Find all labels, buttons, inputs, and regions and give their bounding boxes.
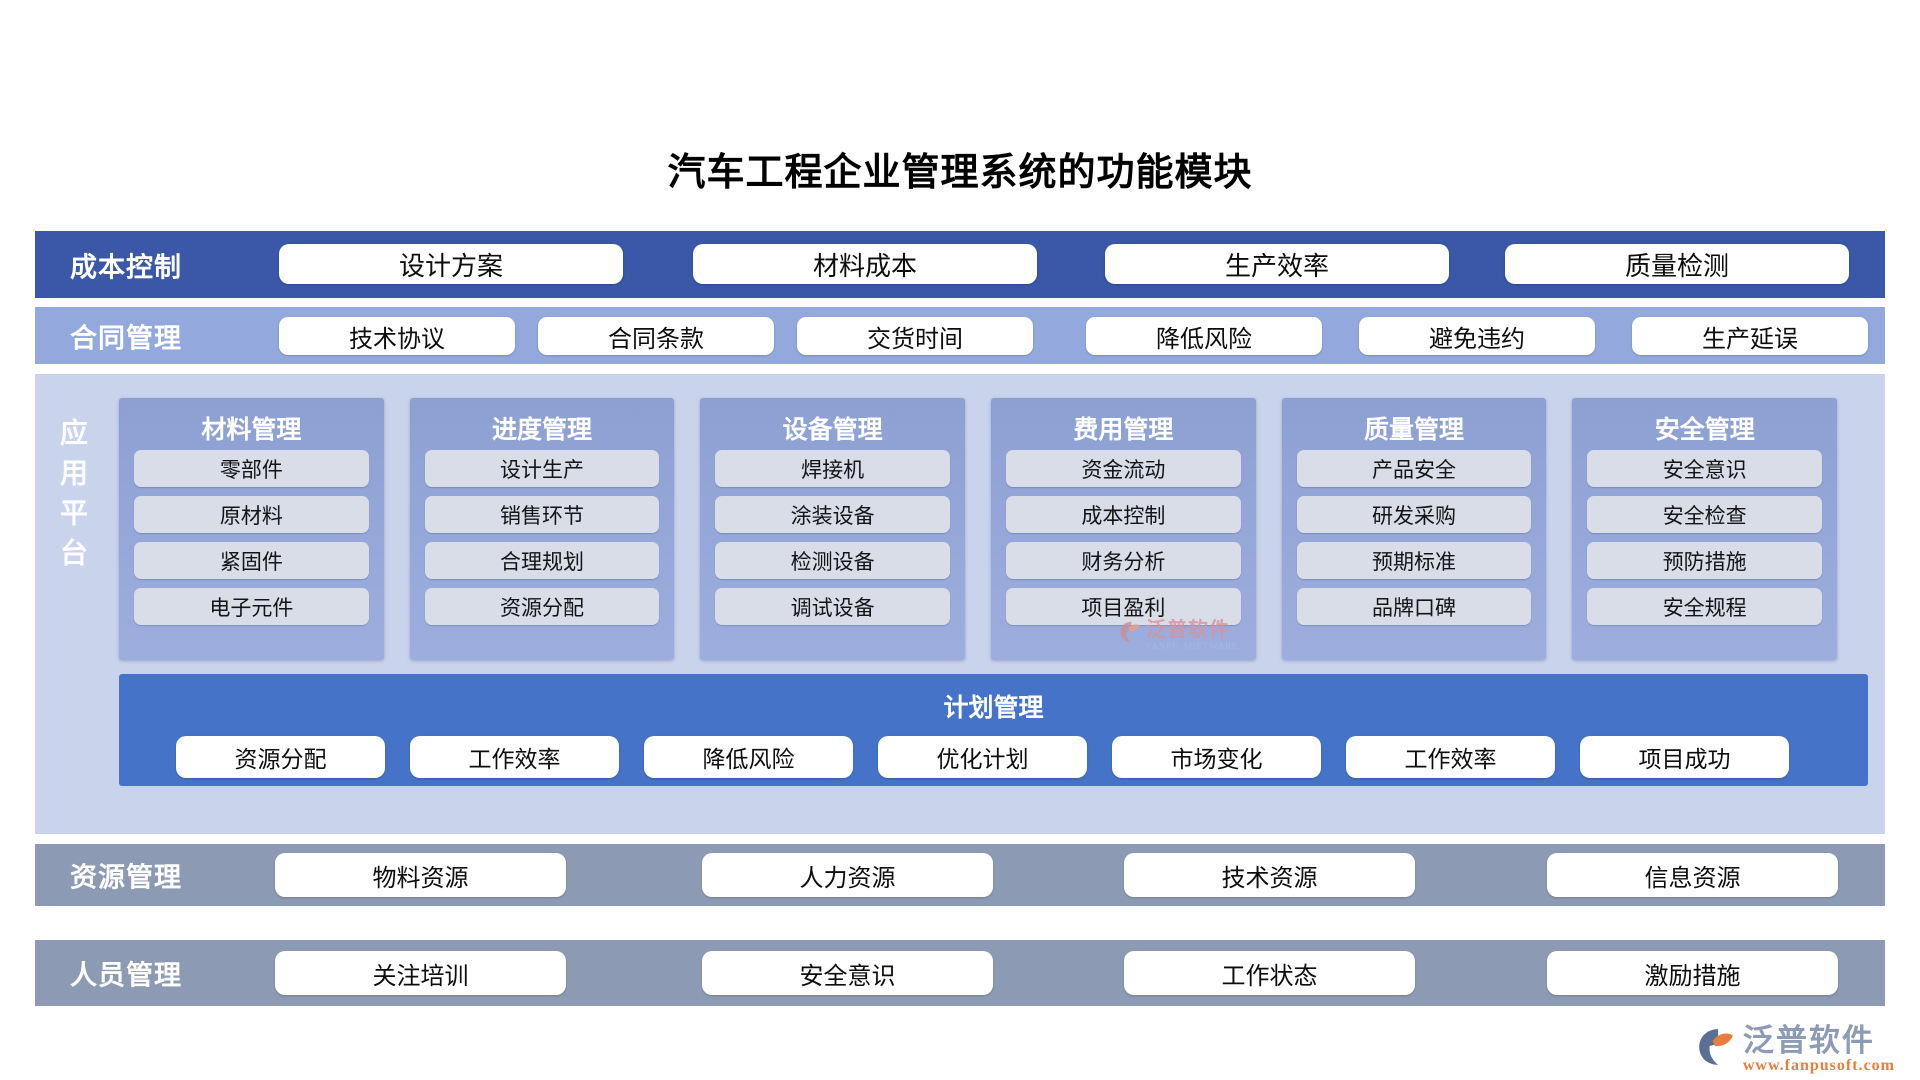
module-columns: 材料管理 零部件 原材料 紧固件 电子元件 进度管理 设计生产 销售环节 合理规… bbox=[119, 398, 1838, 660]
plan-item-button[interactable]: 工作效率 bbox=[410, 736, 619, 778]
module-item-button[interactable]: 安全意识 bbox=[1587, 450, 1823, 487]
module-item-button[interactable]: 调试设备 bbox=[715, 588, 951, 625]
resource-item-button[interactable]: 技术资源 bbox=[1124, 853, 1415, 897]
module-item-button[interactable]: 安全规程 bbox=[1587, 588, 1823, 625]
contract-item-button[interactable]: 合同条款 bbox=[538, 317, 774, 355]
contract-item-button[interactable]: 避免违约 bbox=[1359, 317, 1595, 355]
column-title: 安全管理 bbox=[1654, 417, 1755, 444]
plan-item-button[interactable]: 优化计划 bbox=[878, 736, 1087, 778]
module-item-button[interactable]: 电子元件 bbox=[134, 588, 369, 625]
cost-control-band: 成本控制 设计方案 材料成本 生产效率 质量检测 bbox=[35, 231, 1885, 298]
plan-management-band: 计划管理 资源分配 工作效率 降低风险 优化计划 市场变化 工作效率 项目成功 bbox=[119, 674, 1868, 786]
watermark: 泛普软件 FANPU SOFTWARE bbox=[1118, 620, 1239, 651]
resource-item-button[interactable]: 信息资源 bbox=[1547, 853, 1838, 897]
module-column-progress: 进度管理 设计生产 销售环节 合理规划 资源分配 bbox=[409, 398, 675, 660]
cost-item-button[interactable]: 设计方案 bbox=[279, 244, 623, 284]
module-item-button[interactable]: 财务分析 bbox=[1006, 542, 1241, 579]
module-item-button[interactable]: 原材料 bbox=[134, 496, 369, 533]
module-column-equipment: 设备管理 焊接机 涂装设备 检测设备 调试设备 bbox=[700, 398, 966, 660]
personnel-item-button[interactable]: 工作状态 bbox=[1124, 951, 1415, 995]
module-item-button[interactable]: 资源分配 bbox=[424, 588, 660, 625]
module-item-button[interactable]: 研发采购 bbox=[1296, 496, 1532, 533]
module-item-button[interactable]: 设计生产 bbox=[424, 450, 660, 487]
plan-item-button[interactable]: 项目成功 bbox=[1580, 736, 1789, 778]
module-item-button[interactable]: 涂装设备 bbox=[715, 496, 951, 533]
plan-item-button[interactable]: 降低风险 bbox=[644, 736, 853, 778]
contract-item-button[interactable]: 生产延误 bbox=[1632, 317, 1868, 355]
contract-item-button[interactable]: 交货时间 bbox=[797, 317, 1033, 355]
cost-item-button[interactable]: 材料成本 bbox=[693, 244, 1037, 284]
module-item-button[interactable]: 产品安全 bbox=[1296, 450, 1532, 487]
module-item-button[interactable]: 合理规划 bbox=[424, 542, 660, 579]
fanpu-logo-icon bbox=[1695, 1026, 1737, 1073]
module-item-button[interactable]: 资金流动 bbox=[1006, 450, 1241, 487]
watermark-text: 泛普软件 bbox=[1146, 619, 1230, 641]
resource-management-band: 资源管理 物料资源 人力资源 技术资源 信息资源 bbox=[35, 844, 1885, 906]
contract-item-button[interactable]: 降低风险 bbox=[1086, 317, 1322, 355]
contract-management-label: 合同管理 bbox=[70, 323, 182, 353]
module-item-button[interactable]: 项目盈利 bbox=[1006, 588, 1241, 625]
module-item-button[interactable]: 销售环节 bbox=[424, 496, 660, 533]
module-item-button[interactable]: 焊接机 bbox=[715, 450, 951, 487]
module-item-button[interactable]: 安全检查 bbox=[1587, 496, 1823, 533]
personnel-item-button[interactable]: 安全意识 bbox=[702, 951, 993, 995]
module-item-button[interactable]: 预防措施 bbox=[1587, 542, 1823, 579]
brand-name: 泛普软件 bbox=[1742, 1023, 1875, 1058]
cost-item-button[interactable]: 生产效率 bbox=[1105, 244, 1449, 284]
watermark-subtext: FANPU SOFTWARE bbox=[1146, 641, 1239, 651]
module-column-safety: 安全管理 安全意识 安全检查 预防措施 安全规程 bbox=[1572, 398, 1838, 660]
resource-item-button[interactable]: 物料资源 bbox=[275, 853, 566, 897]
column-title: 质量管理 bbox=[1364, 417, 1465, 444]
resource-item-button[interactable]: 人力资源 bbox=[702, 853, 993, 897]
personnel-management-label: 人员管理 bbox=[70, 960, 182, 991]
module-item-button[interactable]: 紧固件 bbox=[134, 542, 369, 579]
personnel-item-button[interactable]: 激励措施 bbox=[1547, 951, 1838, 995]
module-column-expense: 费用管理 资金流动 成本控制 财务分析 项目盈利 bbox=[991, 398, 1256, 660]
personnel-management-band: 人员管理 关注培训 安全意识 工作状态 激励措施 bbox=[35, 940, 1885, 1006]
column-title: 进度管理 bbox=[492, 417, 593, 444]
resource-management-label: 资源管理 bbox=[70, 862, 182, 893]
watermark-logo-icon bbox=[1118, 620, 1142, 649]
module-item-button[interactable]: 零部件 bbox=[134, 450, 369, 487]
brand-logo: 泛普软件 www.fanpusoft.com bbox=[1695, 1025, 1895, 1074]
page-title: 汽车工程企业管理系统的功能模块 bbox=[667, 152, 1253, 194]
column-title: 费用管理 bbox=[1073, 417, 1174, 444]
application-platform-label: 应用平台 bbox=[56, 418, 87, 578]
module-item-button[interactable]: 检测设备 bbox=[715, 542, 951, 579]
plan-item-button[interactable]: 资源分配 bbox=[176, 736, 385, 778]
plan-item-button[interactable]: 市场变化 bbox=[1112, 736, 1321, 778]
contract-management-band: 合同管理 技术协议 合同条款 交货时间 降低风险 避免违约 生产延误 bbox=[35, 307, 1885, 364]
module-item-button[interactable]: 品牌口碑 bbox=[1296, 588, 1532, 625]
module-item-button[interactable]: 预期标准 bbox=[1296, 542, 1532, 579]
brand-url: www.fanpusoft.com bbox=[1742, 1057, 1895, 1074]
module-column-quality: 质量管理 产品安全 研发采购 预期标准 品牌口碑 bbox=[1281, 398, 1547, 660]
plan-management-title: 计划管理 bbox=[943, 695, 1044, 722]
module-column-material: 材料管理 零部件 原材料 紧固件 电子元件 bbox=[119, 398, 384, 660]
column-title: 材料管理 bbox=[201, 417, 302, 444]
contract-item-button[interactable]: 技术协议 bbox=[279, 317, 515, 355]
cost-item-button[interactable]: 质量检测 bbox=[1505, 244, 1849, 284]
application-platform-panel: 应用平台 材料管理 零部件 原材料 紧固件 电子元件 进度管理 设计生产 销售环… bbox=[35, 374, 1885, 834]
column-title: 设备管理 bbox=[782, 417, 883, 444]
cost-control-label: 成本控制 bbox=[70, 252, 182, 282]
plan-item-button[interactable]: 工作效率 bbox=[1346, 736, 1555, 778]
personnel-item-button[interactable]: 关注培训 bbox=[275, 951, 566, 995]
module-item-button[interactable]: 成本控制 bbox=[1006, 496, 1241, 533]
